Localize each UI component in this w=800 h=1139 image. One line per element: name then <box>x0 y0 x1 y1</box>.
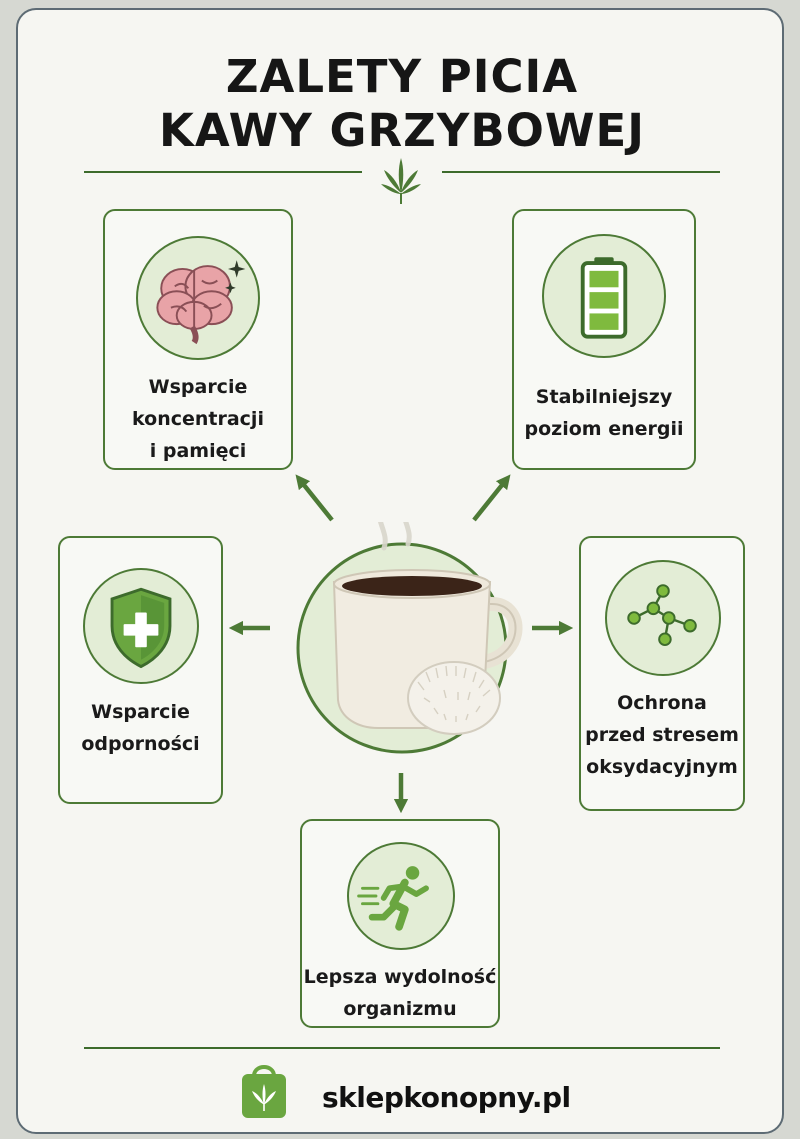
label-line: przed stresem <box>585 724 739 746</box>
label-line: poziom energii <box>524 418 684 440</box>
arrow-to-energy <box>472 474 511 522</box>
battery-icon-circle <box>542 234 666 358</box>
label-line: i pamięci <box>149 440 247 462</box>
shield-cross-icon <box>110 587 172 669</box>
cannabis-leaf-icon <box>381 158 421 204</box>
benefit-card-immunity: Wsparcie odporności <box>58 536 223 804</box>
arrow-to-concentration <box>295 474 334 522</box>
benefit-label-energy: Stabilniejszy poziom energii <box>514 381 694 445</box>
coffee-mushroom-illustration <box>294 435 544 772</box>
runner-icon <box>357 866 429 931</box>
label-line: Wsparcie <box>91 701 190 723</box>
brain-icon-circle <box>136 236 260 360</box>
brand-name: sklepkonopny.pl <box>322 1081 571 1114</box>
runner-icon-circle <box>347 842 455 950</box>
footer-divider <box>84 1047 720 1049</box>
benefit-card-performance: Lepsza wydolność organizmu <box>300 819 500 1028</box>
brain-icon <box>156 260 246 345</box>
battery-icon <box>580 257 628 339</box>
title-line-2: KAWY GRZYBOWEJ <box>158 104 646 157</box>
label-line: oksydacyjnym <box>586 756 738 778</box>
molecule-icon-circle <box>605 560 721 676</box>
benefit-card-concentration: Wsparcie koncentracji i pamięci <box>103 209 293 470</box>
label-line: Lepsza wydolność <box>303 966 497 988</box>
benefit-card-energy: Stabilniejszy poziom energii <box>512 209 696 470</box>
benefit-card-oxidative: Ochrona przed stresem oksydacyjnym <box>579 536 745 811</box>
benefit-label-immunity: Wsparcie odporności <box>60 696 221 760</box>
label-line: organizmu <box>343 998 457 1020</box>
benefit-label-concentration: Wsparcie koncentracji i pamięci <box>105 371 291 467</box>
shopping-bag-leaf-icon <box>242 1065 286 1118</box>
label-line: Stabilniejszy <box>535 386 673 408</box>
label-line: odporności <box>81 733 200 755</box>
molecule-icon <box>627 584 697 646</box>
label-line: koncentracji <box>132 408 264 430</box>
header-divider-right <box>442 171 720 173</box>
benefit-label-performance: Lepsza wydolność organizmu <box>302 961 498 1025</box>
label-line: Wsparcie <box>148 376 248 398</box>
title-line-1: ZALETY PICIA <box>225 50 579 103</box>
label-line: Ochrona <box>617 692 707 714</box>
benefit-label-oxidative: Ochrona przed stresem oksydacyjnym <box>581 687 743 783</box>
shield-icon-circle <box>83 568 199 684</box>
coffee-mug-mushroom-icon <box>296 435 523 754</box>
header-divider-left <box>84 171 362 173</box>
infographic-card: ZALETY PICIA KAWY GRZYBOWEJ <box>16 8 784 1134</box>
